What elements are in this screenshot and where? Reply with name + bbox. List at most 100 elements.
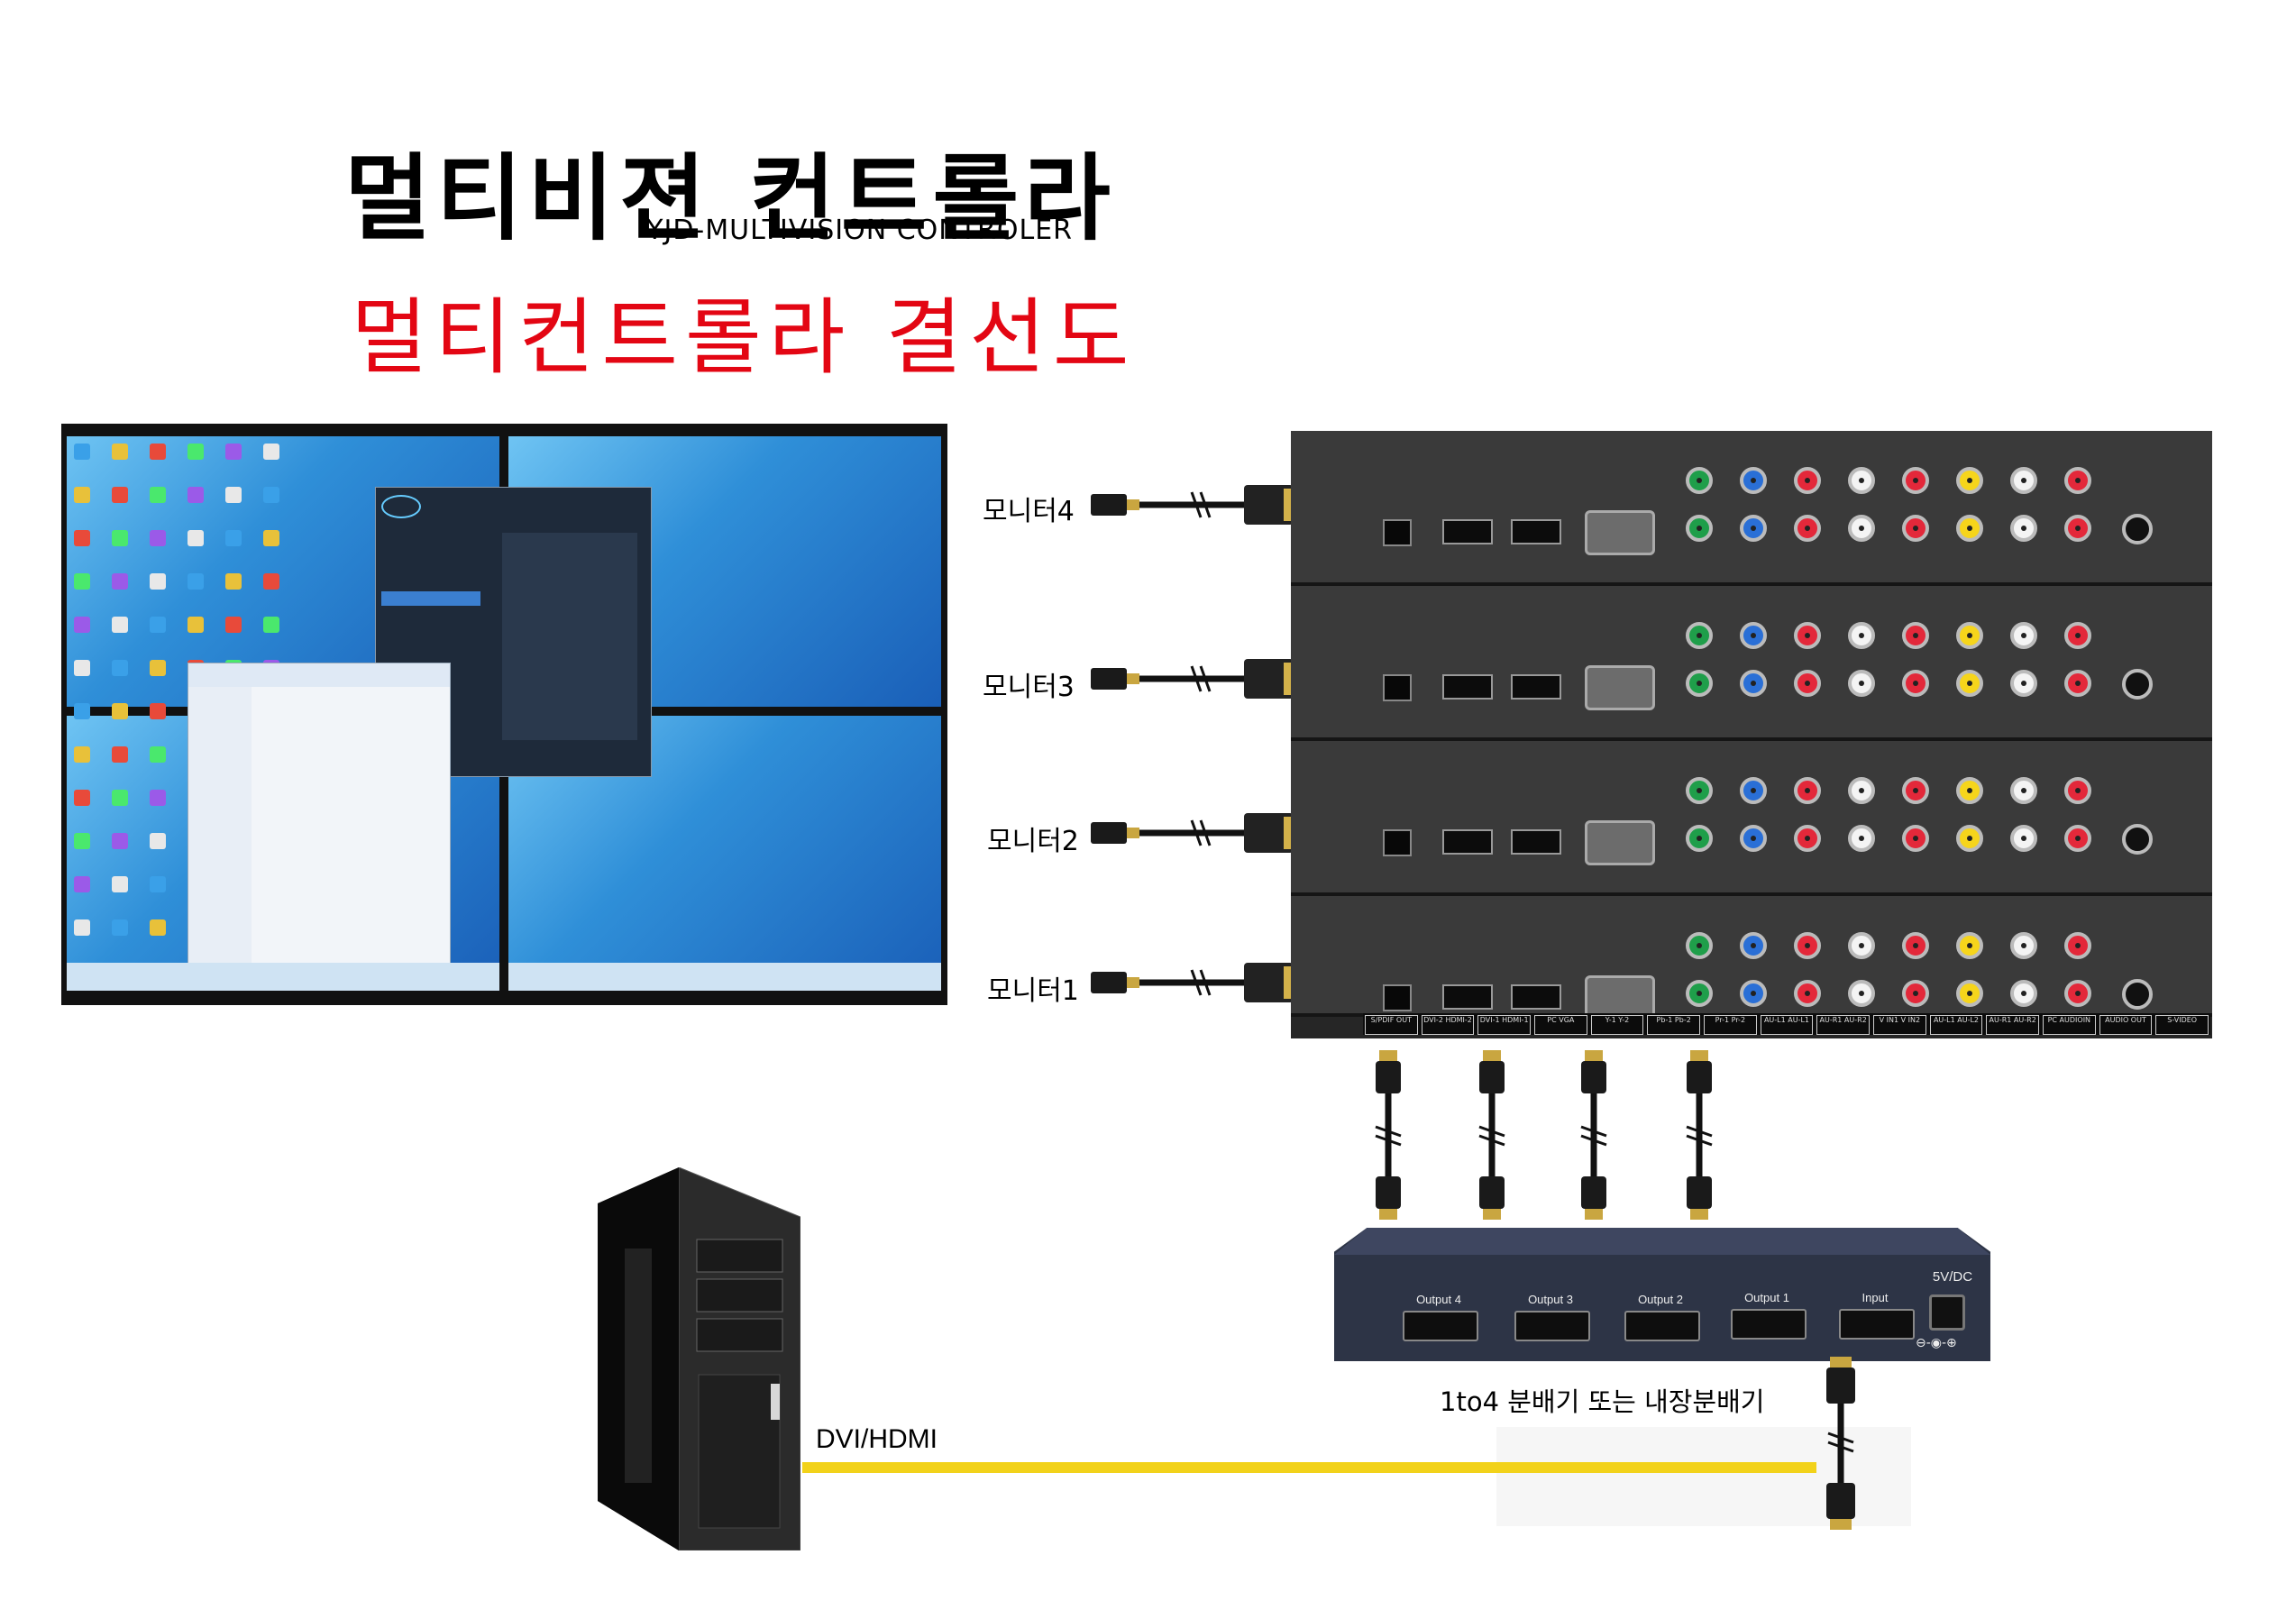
desktop-shortcut-icon xyxy=(263,487,279,503)
english-subtitle: YJD-MULTIVISION CONTROLER xyxy=(646,215,1073,246)
rca-jack xyxy=(1686,777,1713,804)
desktop-shortcut-icon xyxy=(225,617,242,633)
desktop-shortcut-icon xyxy=(74,617,90,633)
rca-jack xyxy=(2064,622,2091,649)
rca-jack xyxy=(1794,932,1821,959)
rca-jack xyxy=(1848,467,1875,494)
rca-jack xyxy=(1848,980,1875,1007)
rca-jack xyxy=(1848,515,1875,542)
splitter-output-cables xyxy=(1375,1050,1713,1220)
rca-jack xyxy=(2010,515,2037,542)
desktop-shortcut-icon xyxy=(150,573,166,590)
rca-jack xyxy=(1956,980,1983,1007)
hdmi-dvi-cable-2 xyxy=(1091,813,1294,853)
rca-jack xyxy=(1902,932,1929,959)
rca-jack xyxy=(1848,777,1875,804)
explorer-window xyxy=(188,663,451,971)
optical-port xyxy=(1383,674,1412,701)
desktop-shortcut-icon xyxy=(263,573,279,590)
dvi-hdmi-cable xyxy=(802,1462,1816,1473)
monitor-label-1: 모니터1 xyxy=(987,975,1079,1007)
rca-jack xyxy=(1686,670,1713,697)
desktop-shortcut-icon xyxy=(74,573,90,590)
svideo-port xyxy=(2122,824,2153,855)
desktop-shortcut-icon xyxy=(150,444,166,460)
desktop-shortcut-icon xyxy=(225,444,242,460)
desktop-shortcut-icon xyxy=(188,573,204,590)
splitter-port-output3 xyxy=(1514,1311,1590,1341)
rca-jack xyxy=(1686,980,1713,1007)
hdmi-port xyxy=(1442,674,1493,700)
rca-jack xyxy=(1686,622,1713,649)
desktop-shortcut-icon xyxy=(150,876,166,892)
vga-port xyxy=(1585,820,1655,865)
port-label: V IN1 V IN2 xyxy=(1873,1015,1926,1035)
desktop-shortcut-icon xyxy=(188,444,204,460)
desktop-shortcut-icon xyxy=(225,487,242,503)
splitter-port-label-output1: Output 1 xyxy=(1744,1291,1789,1304)
port-label: DVI-1 HDMI-1 xyxy=(1477,1015,1531,1035)
rca-jack xyxy=(2010,980,2037,1007)
rca-jack xyxy=(2064,467,2091,494)
desktop-shortcut-icon xyxy=(150,790,166,806)
rca-jack xyxy=(1740,467,1767,494)
rca-jack xyxy=(1956,467,1983,494)
monitor-label-3: 모니터3 xyxy=(983,672,1075,703)
splitter-port-label-output2: Output 2 xyxy=(1638,1293,1683,1306)
rca-jack xyxy=(2064,980,2091,1007)
desktop-shortcut-icon xyxy=(74,746,90,763)
desktop-shortcut-icon xyxy=(150,660,166,676)
rca-jack xyxy=(1956,825,1983,852)
desktop-shortcut-icon xyxy=(188,617,204,633)
desktop-shortcut-icon xyxy=(112,876,128,892)
rca-jack xyxy=(2010,777,2037,804)
monitor-label-4: 모니터4 xyxy=(983,496,1075,527)
splitter-port-label-output3: Output 3 xyxy=(1528,1293,1573,1306)
desktop-shortcut-icon xyxy=(150,703,166,719)
port-label: AU-R1 AU-R2 xyxy=(1816,1015,1870,1035)
vertical-hdmi-cable xyxy=(1375,1050,1402,1220)
port-label: DVI-2 HDMI-2 xyxy=(1421,1015,1475,1035)
rca-jack xyxy=(2010,670,2037,697)
desktop-shortcut-icon xyxy=(225,530,242,546)
splitter-input-cable xyxy=(1826,1357,1855,1530)
rca-jack xyxy=(1686,932,1713,959)
desktop-shortcut-icon xyxy=(225,573,242,590)
rca-jack xyxy=(1740,515,1767,542)
rca-jack xyxy=(1794,467,1821,494)
rca-jack xyxy=(1902,825,1929,852)
port-label: PC VGA xyxy=(1534,1015,1587,1035)
rca-jack xyxy=(1956,622,1983,649)
rca-jack xyxy=(2064,825,2091,852)
rca-jack xyxy=(1848,932,1875,959)
rca-jack xyxy=(1794,825,1821,852)
rca-jack xyxy=(1902,980,1929,1007)
rca-jack xyxy=(1686,515,1713,542)
video-wall-photo xyxy=(61,424,947,1005)
port-label: AUDIO OUT xyxy=(2099,1015,2153,1035)
desktop-shortcut-icon xyxy=(74,530,90,546)
splitter-port-label-output4: Output 4 xyxy=(1416,1293,1461,1306)
splitter-power-label: 5V/DC xyxy=(1932,1269,1973,1285)
svideo-port xyxy=(2122,669,2153,700)
port-label: Pr-1 Pr-2 xyxy=(1704,1015,1757,1035)
selected-menu-item xyxy=(381,591,480,606)
desktop-shortcut-icon xyxy=(150,746,166,763)
desktop-shortcut-icon xyxy=(74,919,90,936)
desktop-shortcut-icon xyxy=(112,444,128,460)
pc-tower-icon xyxy=(598,1167,800,1550)
hdmi-dvi-cable-3 xyxy=(1091,659,1294,699)
port-label: AU-R1 AU-R2 xyxy=(1986,1015,2039,1035)
intel-logo-icon xyxy=(381,495,421,518)
rca-jack xyxy=(2010,932,2037,959)
splitter-caption: 1to4 분배기 또는 내장분배기 xyxy=(1440,1386,1765,1417)
taskbar-right xyxy=(508,963,941,991)
port-label: Y-1 Y-2 xyxy=(1590,1015,1644,1035)
rca-jack xyxy=(1902,777,1929,804)
splitter-port-input xyxy=(1839,1309,1915,1340)
desktop-shortcut-icon xyxy=(112,833,128,849)
hdmi-port xyxy=(1511,674,1561,700)
desktop-shortcut-icon xyxy=(74,876,90,892)
rca-jack xyxy=(1794,622,1821,649)
rca-jack xyxy=(1956,670,1983,697)
